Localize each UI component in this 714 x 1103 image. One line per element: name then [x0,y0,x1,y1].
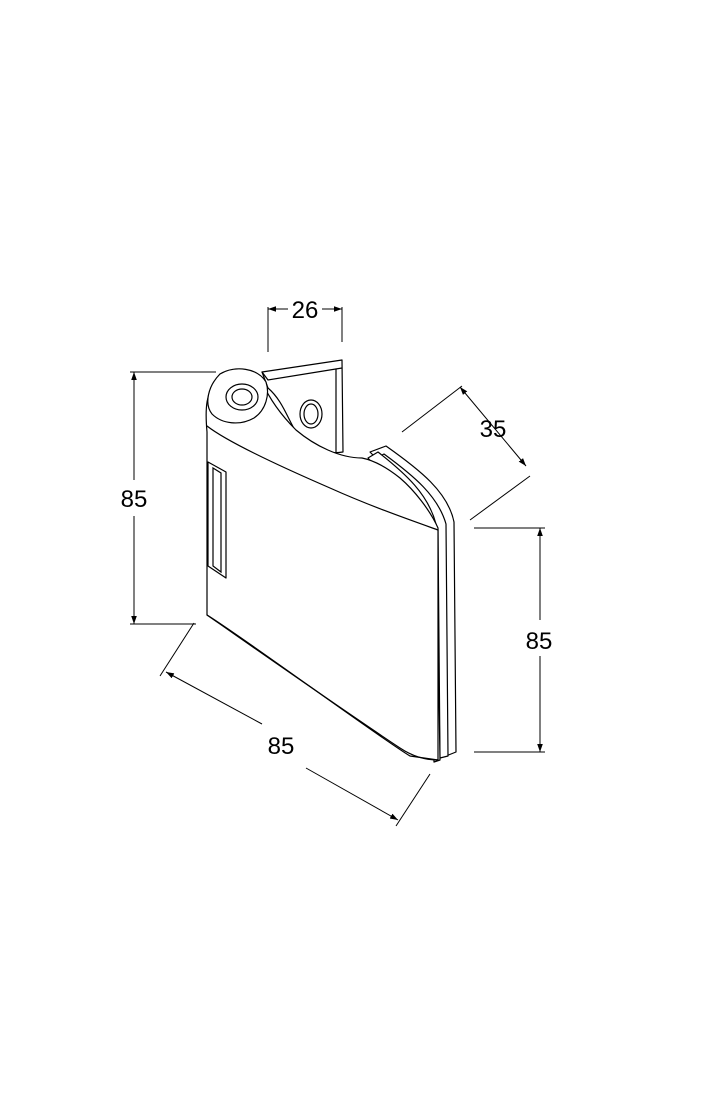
dimension-left-height: 85 [121,371,216,625]
dimension-right-height: 85 [474,527,553,753]
left-height-label: 85 [121,486,148,513]
mounting-plate-top-edge [261,367,343,381]
thickness-label: 35 [480,416,507,443]
bottom-length-arrow-left [165,671,263,725]
bottom-length-label: 85 [268,733,295,760]
plate-screw-hole-inner [303,403,319,425]
bottom-length-extension-left [159,622,195,677]
thickness-extension-upper [401,385,463,433]
hinge-body [205,359,457,763]
bottom-length-extension-right [395,773,431,827]
side-slot [207,461,227,579]
main-block-bottom-edge [206,614,439,761]
dimension-top-width: 26 [267,297,343,352]
pivot-bolt-inner [231,388,253,406]
pivot-bolt-outer [225,383,259,411]
bottom-length-arrow-right [305,767,399,821]
glass-panel-edge [371,453,449,759]
right-height-label: 85 [526,628,553,655]
main-block-top-bevel [206,425,439,531]
top-width-label: 26 [292,297,319,324]
clamp-front-plate [367,451,441,763]
dimension-glass-thickness: 35 [401,385,531,521]
side-slot-inner [212,466,222,574]
thickness-extension-lower [469,475,531,521]
dimension-bottom-length: 85 [159,622,431,827]
thickness-dimension-line [459,386,527,467]
